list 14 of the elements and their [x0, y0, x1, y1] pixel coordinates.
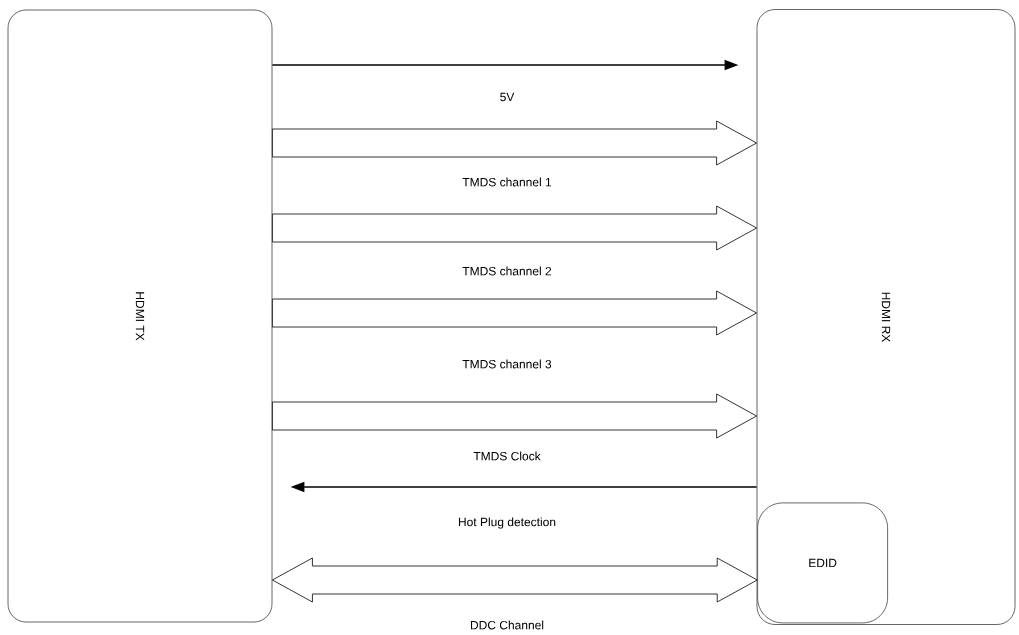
edge-label: DDC Channel — [469, 619, 546, 631]
edge-label: 5V — [498, 91, 516, 103]
edge-label: Hot Plug detection — [456, 516, 558, 530]
block-arrow — [272, 205, 757, 251]
edge-label: TMDS Clock — [472, 450, 542, 462]
block-arrow — [272, 120, 757, 166]
block-arrow — [272, 290, 757, 336]
block-arrow — [272, 557, 758, 603]
device-box: HDMI TX — [7, 9, 273, 623]
edge-label: TMDS channel 2 — [461, 265, 553, 277]
edge-label: TMDS channel 3 — [461, 358, 553, 370]
block-arrow — [272, 393, 757, 439]
edge-label: TMDS channel 1 — [461, 176, 553, 188]
edid-box: EDID — [757, 502, 888, 624]
